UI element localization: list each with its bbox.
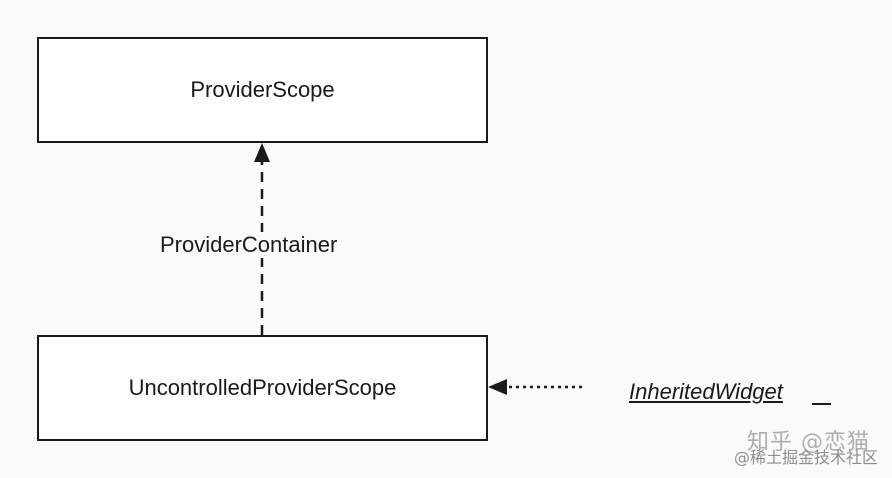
zhihu-watermark: 知乎 @恋猫 <box>747 430 870 455</box>
uncontrolled-provider-scope-label: UncontrolledProviderScope <box>128 375 397 400</box>
arrowhead-left-icon <box>488 379 507 395</box>
inherited-widget-label: InheritedWidget <box>629 379 783 404</box>
arrowhead-up-icon <box>254 143 270 162</box>
provider-scope-label: ProviderScope <box>190 77 335 102</box>
juejin-watermark: @稀土掘金技术社区 <box>733 448 878 467</box>
provider-scope-node: ProviderScope <box>37 37 488 143</box>
provider-container-label: ProviderContainer <box>159 232 339 258</box>
uncontrolled-provider-scope-node: UncontrolledProviderScope <box>37 335 488 441</box>
inherited-widget-underline <box>812 403 831 405</box>
